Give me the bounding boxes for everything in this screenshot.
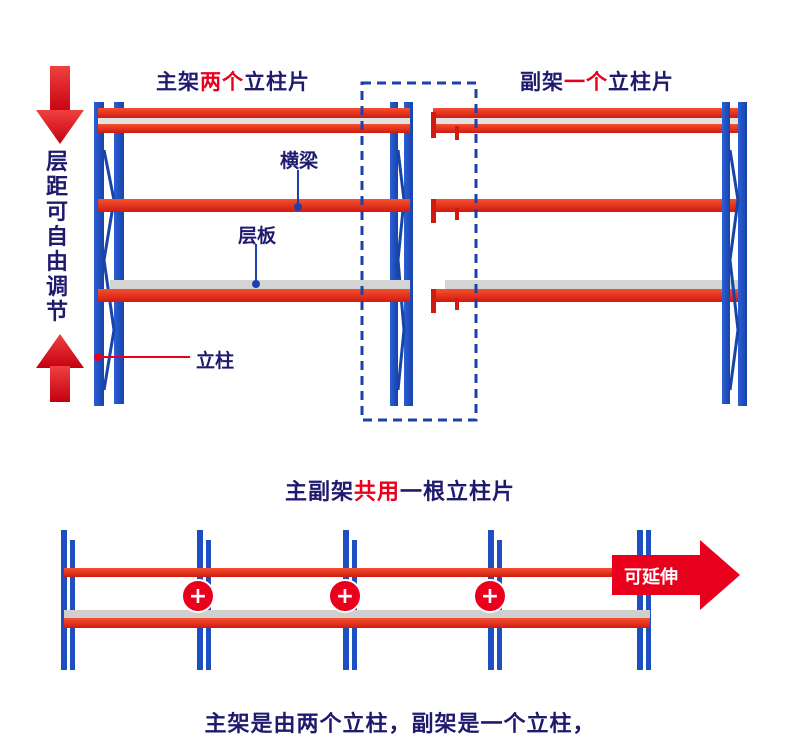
arrow-down-icon — [36, 66, 84, 144]
arrow-up-icon — [36, 334, 84, 402]
shared-caption-pre: 主副架 — [284, 480, 354, 505]
bottom-beams — [64, 568, 650, 628]
bottom-caption: 主架是由两个立柱，副架是一个立柱， — [204, 712, 596, 737]
main-frame-title-post: 立柱片 — [244, 70, 310, 94]
deck-callout — [252, 244, 260, 288]
shared-caption-highlight: 共用 — [353, 480, 400, 505]
sub-frame-upright — [722, 102, 747, 406]
sub-frame-title: 副架一个立柱片 — [520, 66, 674, 96]
deck-label: 层板 — [238, 225, 277, 247]
sub-frame-title-pre: 副架 — [520, 70, 564, 94]
beam-label: 横梁 — [280, 150, 319, 172]
main-frame-title-highlight: 两个 — [200, 70, 244, 94]
sub-frame-beams — [431, 108, 738, 313]
main-frame-title: 主架两个立柱片 — [156, 66, 310, 96]
plus-icon-3: + — [473, 579, 507, 613]
main-frame-title-pre: 主架 — [156, 70, 200, 94]
extendable-label: 可延伸 — [624, 567, 678, 588]
spacing-adjustable-note: 层距可自由调节 — [45, 150, 68, 325]
extend-arrow-icon — [612, 540, 740, 610]
shared-upright — [390, 102, 413, 406]
shared-upright-caption: 主副架共用一根立柱片 — [0, 474, 800, 506]
plus-symbol-2: + — [336, 584, 354, 609]
main-frame-beams — [98, 108, 410, 302]
upright-callout — [94, 353, 190, 361]
sub-frame-title-post: 立柱片 — [608, 70, 674, 94]
rack-diagram-top — [36, 66, 747, 422]
shared-caption-post: 一根立柱片 — [400, 480, 516, 505]
beam-callout — [294, 170, 302, 211]
plus-symbol-3: + — [481, 584, 499, 609]
plus-icon-1: + — [181, 579, 215, 613]
rack-diagram-bottom — [61, 530, 740, 670]
upright-label: 立柱 — [196, 350, 235, 372]
sub-frame-title-highlight: 一个 — [564, 70, 608, 94]
plus-icon-2: + — [328, 579, 362, 613]
plus-symbol-1: + — [189, 584, 207, 609]
